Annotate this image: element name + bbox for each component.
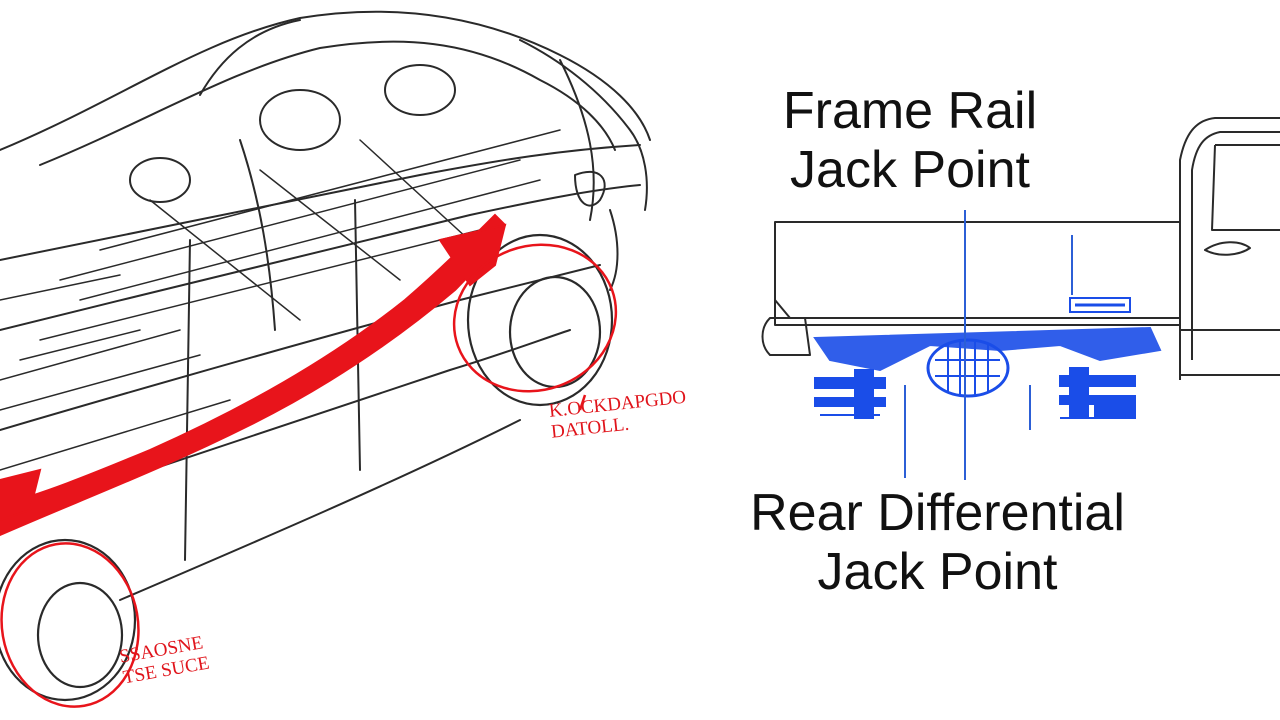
left-leaf-spring xyxy=(814,377,886,389)
left-wheel-rim xyxy=(36,581,124,689)
truck-bed xyxy=(774,221,1181,326)
b-pillar xyxy=(239,139,276,331)
frame-rail-label-line1: Frame Rail xyxy=(782,82,1038,140)
door-line-1 xyxy=(184,239,191,561)
red-frame-rail-highlight xyxy=(0,213,507,537)
rear-bumper xyxy=(761,317,811,356)
frame-rail-jack-point-label: Frame Rail Jack Point xyxy=(760,82,1060,200)
roof-outline xyxy=(0,10,651,151)
body-side-top xyxy=(0,144,641,261)
rear-diff-label-line2: Jack Point xyxy=(817,542,1058,601)
left-wheel-tire xyxy=(0,538,137,702)
body-bottom xyxy=(119,419,521,601)
rear-diff-label-line1: Rear Differential xyxy=(750,484,1125,542)
differential-housing xyxy=(926,338,1010,398)
right-jack-point-circle xyxy=(452,243,618,393)
right-leaf-spring xyxy=(1059,375,1136,387)
blue-bracket xyxy=(1069,297,1131,313)
roof-inner xyxy=(39,40,616,166)
frame-rail-label-line2: Jack Point xyxy=(790,140,1030,199)
cab-window xyxy=(1211,144,1280,231)
left-jack-point-circle xyxy=(0,542,140,708)
truck-cab xyxy=(1179,117,1280,380)
windshield xyxy=(199,19,595,221)
mirror xyxy=(574,170,606,207)
right-wheel-tire xyxy=(466,233,614,407)
rear-differential-jack-point-label: Rear Differential Jack Point xyxy=(715,484,1160,602)
door-handle xyxy=(1204,241,1251,256)
